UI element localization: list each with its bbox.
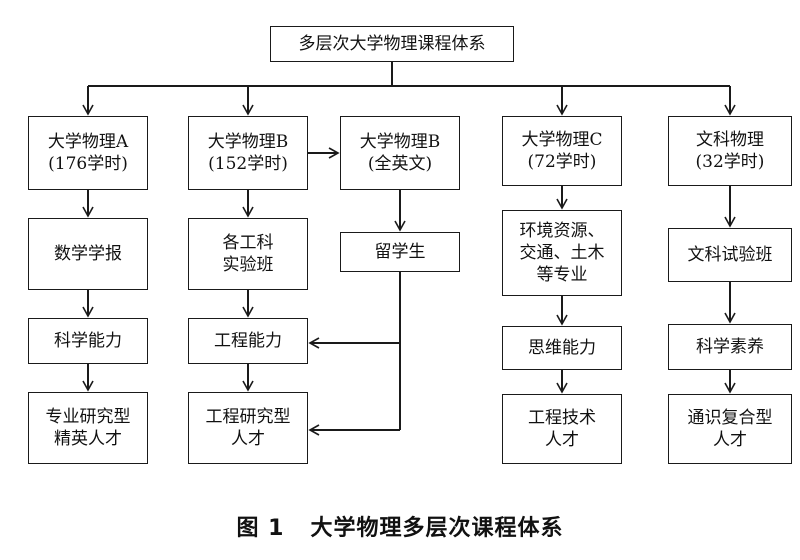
node-b-2: 工程能力 <box>188 318 308 364</box>
head-l-hours: (32学时) <box>695 152 765 172</box>
node-l-1-text: 文科试验班 <box>687 245 773 265</box>
node-a-2: 科学能力 <box>28 318 148 364</box>
head-be-note: (全英文) <box>367 154 433 174</box>
head-box-physics-b: 大学物理B (152学时) <box>188 116 308 190</box>
head-c-hours: (72学时) <box>527 152 597 172</box>
node-l-3-line2: 人才 <box>713 430 747 450</box>
head-a-hours: (176学时) <box>48 154 128 174</box>
figure-number: 图 1 <box>236 516 285 541</box>
node-b-3-line2: 人才 <box>231 429 265 449</box>
node-a-3-line2: 精英人才 <box>54 429 122 449</box>
title-text: 多层次大学物理课程体系 <box>298 34 486 54</box>
node-a-1: 数学学报 <box>28 218 148 290</box>
node-l-2: 科学素养 <box>668 324 792 370</box>
node-b-3-line1: 工程研究型 <box>205 407 291 427</box>
node-c-2: 思维能力 <box>502 326 622 370</box>
node-l-3-line1: 通识复合型 <box>687 408 773 428</box>
node-b-1-line2: 实验班 <box>222 255 274 275</box>
head-b-name: 大学物理B <box>207 132 289 152</box>
head-a-name: 大学物理A <box>47 132 129 152</box>
node-l-2-text: 科学素养 <box>696 337 764 357</box>
figure-caption-text: 大学物理多层次课程体系 <box>310 516 564 541</box>
node-b-2-text: 工程能力 <box>214 331 282 351</box>
node-be-1-text: 留学生 <box>374 242 426 262</box>
node-l-1: 文科试验班 <box>668 228 792 282</box>
node-b-1: 各工科 实验班 <box>188 218 308 290</box>
node-a-2-text: 科学能力 <box>54 331 122 351</box>
node-a-3: 专业研究型 精英人才 <box>28 392 148 464</box>
head-be-name: 大学物理B <box>359 132 441 152</box>
node-c-3: 工程技术 人才 <box>502 394 622 464</box>
head-b-hours: (152学时) <box>208 154 288 174</box>
head-c-name: 大学物理C <box>521 130 603 150</box>
head-box-liberal-physics: 文科物理 (32学时) <box>668 116 792 186</box>
figure-caption: 图 1 大学物理多层次课程体系 <box>0 510 800 542</box>
title-box: 多层次大学物理课程体系 <box>270 26 514 62</box>
node-c-1: 环境资源、 交通、土木 等专业 <box>502 210 622 296</box>
node-b-1-line1: 各工科 <box>222 233 274 253</box>
node-a-1-text: 数学学报 <box>54 244 122 264</box>
node-c-3-line2: 人才 <box>545 430 579 450</box>
node-c-3-line1: 工程技术 <box>528 408 596 428</box>
head-box-physics-a: 大学物理A (176学时) <box>28 116 148 190</box>
node-c-1-line3: 等专业 <box>536 265 588 285</box>
node-c-1-line2: 交通、土木 <box>519 243 605 263</box>
head-box-physics-b-english: 大学物理B (全英文) <box>340 116 460 190</box>
node-c-1-line1: 环境资源、 <box>519 221 605 241</box>
node-c-2-text: 思维能力 <box>528 338 596 358</box>
node-be-1: 留学生 <box>340 232 460 272</box>
head-l-name: 文科物理 <box>696 130 764 150</box>
node-l-3: 通识复合型 人才 <box>668 394 792 464</box>
head-box-physics-c: 大学物理C (72学时) <box>502 116 622 186</box>
node-a-3-line1: 专业研究型 <box>45 407 131 427</box>
node-b-3: 工程研究型 人才 <box>188 392 308 464</box>
